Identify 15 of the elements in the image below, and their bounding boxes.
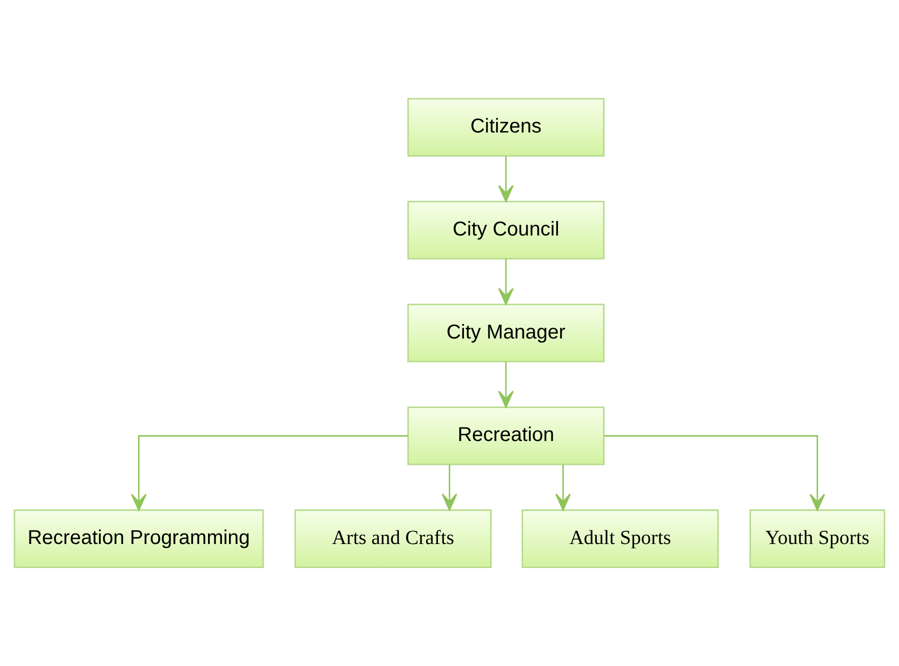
- node-box: Youth Sports: [750, 509, 886, 568]
- node-box: City Council: [407, 200, 604, 260]
- node-box: City Manager: [407, 304, 604, 362]
- arrow: [604, 435, 826, 511]
- arrow: [131, 435, 408, 511]
- node-box: Arts and Crafts: [294, 509, 492, 568]
- arrow: [442, 464, 458, 511]
- node-box: Citizens: [407, 98, 604, 157]
- arrow: [555, 464, 571, 511]
- node-box: Recreation Programming: [14, 509, 264, 568]
- node-box: Recreation: [407, 406, 604, 466]
- arrow: [498, 362, 514, 408]
- arrow: [498, 258, 514, 305]
- arrow: [498, 156, 514, 202]
- node-box: Adult Sports: [522, 509, 719, 568]
